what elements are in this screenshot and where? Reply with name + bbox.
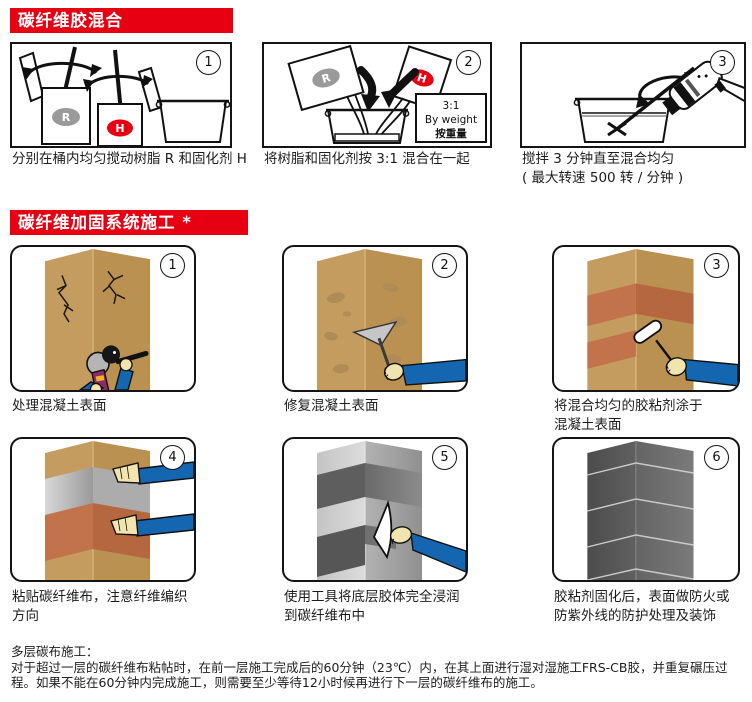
resin-label: R bbox=[62, 111, 71, 124]
trowel-icon bbox=[351, 320, 398, 371]
hand-with-sleeve bbox=[389, 526, 466, 573]
worker-with-grinder bbox=[78, 345, 149, 390]
saturate-illustration bbox=[317, 441, 466, 580]
ratio-unit-en: By weight bbox=[425, 114, 477, 126]
footnote-line: 对于超过一层的碳纤维布粘帖时，在前一层施工完成后的60分钟（23℃）内，在其上面… bbox=[11, 659, 728, 675]
empty-bucket-icon bbox=[155, 99, 230, 143]
step-panel-app-5: 5 bbox=[282, 437, 468, 582]
cloth-apply-illustration bbox=[45, 441, 194, 580]
step-panel-app-2: 2 bbox=[282, 245, 468, 392]
step-panel-mix-2: 2 R H bbox=[262, 42, 492, 148]
step-panel-app-3: 3 bbox=[552, 245, 740, 392]
mixing-step3-illustration bbox=[573, 60, 744, 143]
hardener-label: H bbox=[115, 122, 124, 135]
roller-icon bbox=[633, 319, 674, 363]
step-caption: 搅拌 3 分钟直至混合均匀 ( 最大转速 500 转 / 分钟 ) bbox=[522, 151, 684, 186]
step-number-badge: 1 bbox=[160, 253, 185, 278]
mixing-bucket-icon bbox=[324, 93, 411, 144]
step-panel-app-4: 4 bbox=[10, 437, 196, 582]
step-number-badge: 4 bbox=[160, 445, 185, 470]
mixing-step2-illustration: R H bbox=[287, 44, 487, 144]
hand-with-sleeve bbox=[665, 357, 738, 387]
hardener-label: H bbox=[415, 71, 428, 86]
section-title-application: 碳纤维加固系统施工 * bbox=[10, 210, 248, 235]
step-number-badge: 3 bbox=[710, 50, 735, 75]
step-caption: 使用工具将底层胶体完全浸润 到碳纤维布中 bbox=[284, 589, 460, 624]
wet-cloth-bands bbox=[317, 463, 422, 577]
step-number-badge: 3 bbox=[704, 253, 729, 278]
hardener-carton-stirring: H bbox=[83, 49, 164, 146]
step-panel-mix-3: 3 bbox=[520, 42, 746, 148]
surface-repair-illustration bbox=[317, 249, 466, 390]
step-caption: 胶粘剂固化后，表面做防火或 防紫外线的防护处理及装饰 bbox=[554, 589, 730, 624]
section-title-mixing: 碳纤维胶混合 bbox=[10, 8, 233, 33]
mixing-step1-illustration: R H bbox=[18, 46, 230, 146]
step-number-badge: 2 bbox=[432, 253, 457, 278]
step-panel-app-1: 1 bbox=[10, 245, 196, 392]
cured-surface-illustration bbox=[587, 441, 694, 580]
step-caption: 处理混凝土表面 bbox=[12, 398, 107, 414]
resin-carton-pouring: R bbox=[287, 44, 365, 112]
adhesive-band bbox=[587, 283, 694, 369]
step-panel-mix-1: 1 R H bbox=[10, 42, 232, 148]
pour-arrows-icon bbox=[357, 66, 419, 112]
step-caption: 分别在桶内均匀搅动树脂 R 和固化剂 H bbox=[12, 151, 247, 167]
ratio-box: 3:1 By weight 按重量 bbox=[415, 93, 487, 143]
surface-prep-illustration bbox=[45, 249, 150, 390]
ratio-unit-cn: 按重量 bbox=[435, 127, 467, 140]
resin-label: R bbox=[320, 71, 332, 86]
crack-lines bbox=[56, 270, 126, 323]
step-number-badge: 1 bbox=[196, 50, 221, 75]
ratio-value: 3:1 bbox=[443, 100, 460, 112]
step-number-badge: 6 bbox=[704, 445, 729, 470]
dark-column bbox=[587, 441, 694, 580]
multilayer-footnote: 多层碳布施工： 对于超过一层的碳纤维布粘帖时，在前一层施工完成后的60分钟（23… bbox=[11, 644, 749, 691]
step-panel-app-6: 6 bbox=[552, 437, 740, 582]
resin-carton-stirring: R bbox=[18, 46, 102, 145]
step-caption: 修复混凝土表面 bbox=[284, 398, 379, 414]
step-number-badge: 5 bbox=[432, 445, 457, 470]
footnote-line: 程。如果不能在60分钟内完成施工，则需要至少等待12小时候再进行下一层的碳纤维布… bbox=[11, 675, 543, 690]
adhesive-apply-illustration bbox=[587, 249, 738, 390]
cloth-layer-lines bbox=[587, 462, 694, 580]
repair-patches bbox=[324, 283, 407, 374]
step-caption: 将树脂和固化剂按 3:1 混合在一起 bbox=[264, 151, 470, 167]
step-caption: 将混合均匀的胶粘剂涂于 混凝土表面 bbox=[554, 398, 703, 433]
hand-with-sleeve bbox=[383, 358, 466, 386]
step-number-badge: 2 bbox=[456, 50, 481, 75]
footnote-heading: 多层碳布施工： bbox=[11, 644, 99, 659]
step-caption: 粘贴碳纤维布，注意纤维编织 方向 bbox=[12, 589, 188, 624]
drill-icon bbox=[662, 60, 744, 116]
mixing-bucket-icon bbox=[573, 97, 675, 143]
